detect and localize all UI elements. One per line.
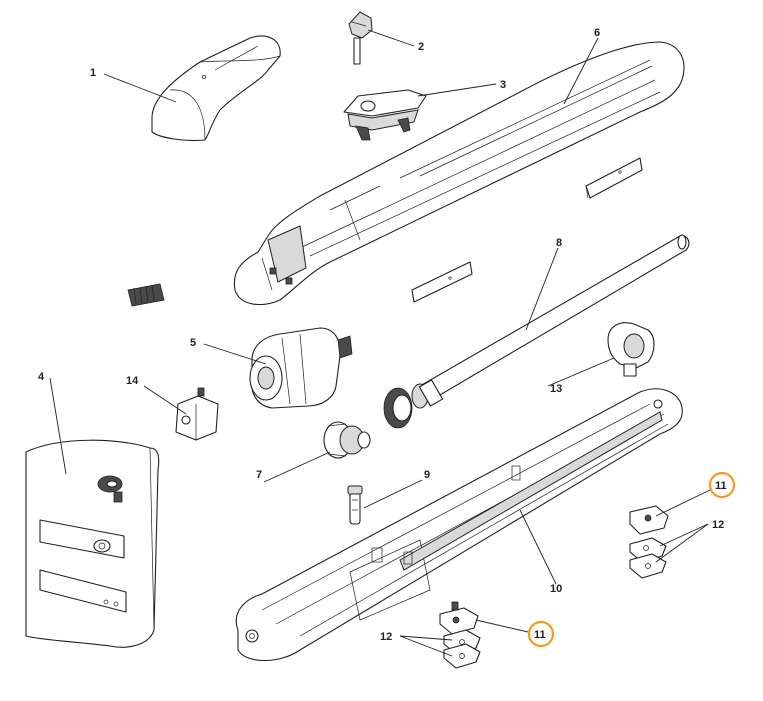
highlight-circle-11-right bbox=[708, 471, 736, 499]
part-3-release-housing bbox=[343, 89, 427, 141]
label-8: 8 bbox=[556, 237, 562, 249]
label-6: 6 bbox=[594, 27, 600, 39]
mounting-bracket-lower bbox=[411, 261, 473, 303]
label-7: 7 bbox=[256, 469, 262, 481]
label-5: 5 bbox=[190, 337, 196, 349]
label-14: 14 bbox=[126, 375, 139, 387]
label-1: 1 bbox=[90, 67, 96, 79]
label-2: 2 bbox=[418, 41, 424, 53]
part-4-accessory-bag bbox=[25, 439, 160, 648]
part-13-fork-bracket bbox=[607, 322, 655, 377]
part-14-capacitor bbox=[175, 387, 219, 441]
part-6-upper-housing bbox=[233, 41, 685, 306]
mounting-bracket-upper bbox=[585, 157, 643, 199]
label-3: 3 bbox=[500, 79, 506, 91]
part-11-12-bottom-stack bbox=[439, 601, 481, 669]
part-11-12-right-stack bbox=[629, 505, 669, 579]
label-12-right: 12 bbox=[712, 519, 724, 531]
label-9: 9 bbox=[424, 469, 430, 481]
label-11-bottom: 11 bbox=[534, 629, 546, 641]
highlight-circle-11-bottom bbox=[527, 620, 555, 648]
part-5-motor bbox=[249, 327, 353, 409]
leader-lines bbox=[49, 29, 711, 657]
label-12-bottom: 12 bbox=[380, 631, 392, 643]
part-8-worm-screw bbox=[383, 234, 690, 429]
label-13: 13 bbox=[550, 383, 562, 395]
part-1-end-cap bbox=[151, 35, 281, 142]
label-10: 10 bbox=[550, 583, 562, 595]
part-10-lower-housing bbox=[235, 388, 683, 661]
part-2-release-key bbox=[348, 11, 373, 65]
terminal-block bbox=[127, 283, 165, 307]
part-9-limit-pin bbox=[347, 485, 363, 525]
part-7-gear bbox=[323, 421, 371, 459]
label-4: 4 bbox=[38, 371, 45, 383]
label-11-right: 11 bbox=[715, 480, 727, 492]
